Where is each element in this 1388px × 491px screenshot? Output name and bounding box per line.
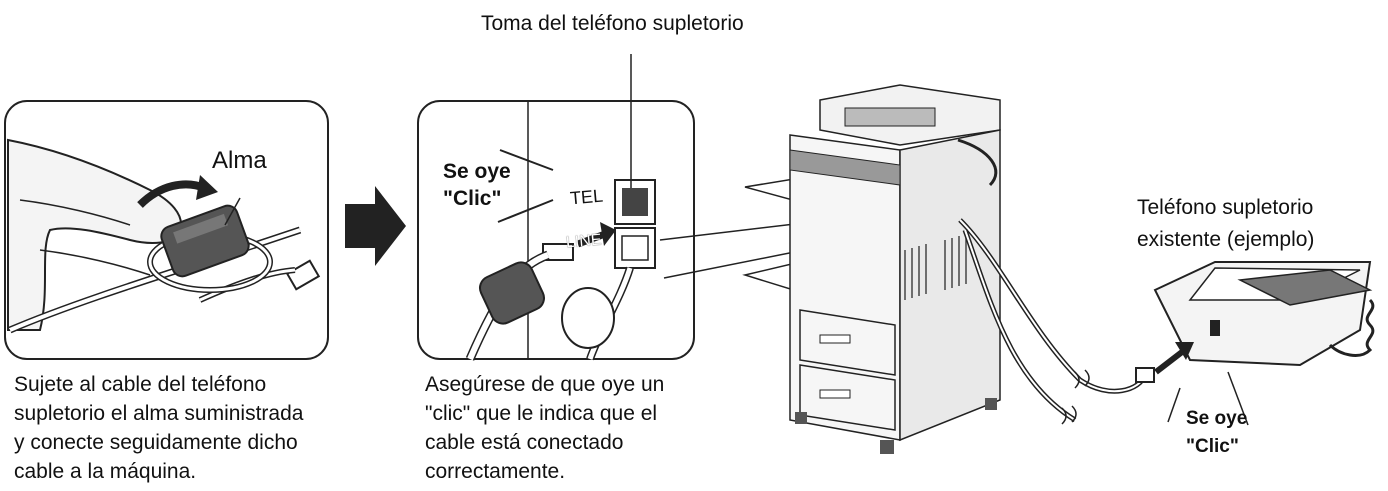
- caption-line: "clic" que le indica que el: [425, 402, 658, 425]
- arrow-right-icon: [345, 186, 406, 266]
- caption-line: correctamente.: [425, 460, 566, 483]
- caption-line: cable está conectado: [425, 431, 624, 454]
- core-inset-panel: [4, 100, 329, 360]
- jack-label-line: LINE: [565, 231, 603, 252]
- click-label-phone-line2: "Clic": [1186, 436, 1239, 457]
- copier-machine: [742, 84, 1148, 454]
- click-label-line1: Se oye: [443, 160, 511, 183]
- jack-label-tel: TEL: [569, 185, 604, 209]
- extension-phone: [1135, 261, 1375, 426]
- click-label-phone-line1: Se oye: [1186, 408, 1248, 429]
- label-line: existente (ejemplo): [1137, 228, 1315, 251]
- caption-line: cable a la máquina.: [14, 460, 197, 483]
- caption-line: supletorio el alma suministrada: [14, 402, 304, 425]
- jack-inset-panel: [417, 54, 956, 361]
- caption-line: Asegúrese de que oye un: [425, 373, 665, 396]
- label-extension-jack: Toma del teléfono supletorio: [481, 12, 744, 35]
- caption-line: Sujete al cable del teléfono: [14, 373, 267, 396]
- label-line: Teléfono supletorio: [1137, 196, 1314, 219]
- label-core: Alma: [212, 147, 267, 174]
- caption-line: y conecte seguidamente dicho: [14, 431, 298, 454]
- click-label-line2: "Clic": [443, 187, 502, 210]
